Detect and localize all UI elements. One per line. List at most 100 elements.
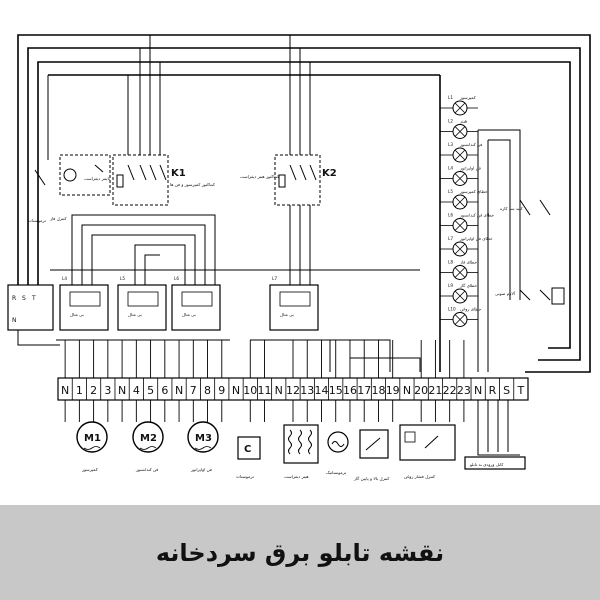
terminal-15: 11 <box>258 384 272 397</box>
phase-relay-n: N <box>12 317 17 324</box>
lamp-code: L1 <box>448 95 453 100</box>
terminal-20: 15 <box>329 384 343 397</box>
terminal-1: N <box>61 384 69 397</box>
lamp-label: خطای گاز <box>459 283 478 288</box>
thermostat-symbol: C <box>244 444 251 455</box>
terminal-18: 13 <box>300 384 314 397</box>
k1-contactor: K1 کنتاکتور کمپرسور و فن ها <box>112 154 215 206</box>
terminal-6: 4 <box>133 384 140 397</box>
thermostat: C ترموستات <box>236 436 261 479</box>
k2-caption: کنتاکتور هیتر دیفراست <box>240 174 279 179</box>
terminal-5: N <box>118 384 126 397</box>
motor-m1: M1 کمپرسور <box>76 421 108 472</box>
terminal-17: 12 <box>286 384 300 397</box>
terminal-25: N <box>403 384 411 397</box>
pressure-caption: کنترل بالا و پایین گاز <box>353 476 389 481</box>
terminal-9: N <box>175 384 183 397</box>
overload-relay-1: L4 بی متال <box>59 276 109 331</box>
overload-2-caption: بی متال <box>128 312 142 317</box>
k1-label: K1 <box>171 168 186 179</box>
terminal-16: N <box>275 384 283 397</box>
motor-m1-label: M1 <box>84 433 101 444</box>
input-caption: کابل ورودی به تابلو <box>469 462 503 467</box>
terminal-23: 18 <box>371 384 385 397</box>
wiring-diagram: تایمر دیفراست K1 کنتاکتور کمپرسور و فن ه… <box>7 34 591 481</box>
timer-label: تایمر دیفراست <box>84 176 111 181</box>
overload-1-label: L4 <box>62 276 67 281</box>
lamp-label: فن کندانسور <box>459 142 482 147</box>
terminal-10: 7 <box>190 384 197 397</box>
phase-control-label: کنترل فاز <box>49 216 67 221</box>
motor-m3: M3 فن اواپراتور <box>187 421 219 472</box>
lamp-label: هیتر <box>459 119 467 124</box>
overload-2-label: L5 <box>120 276 125 281</box>
motor-m2: M2 فن کندانسور <box>132 421 164 472</box>
indicator-lamp: L9 خطای گاز <box>440 283 478 304</box>
terminal-21: 16 <box>343 384 357 397</box>
phase-control-switch: کنترل فاز ترموستات <box>28 169 67 223</box>
phase-relay-r: R <box>12 295 16 302</box>
phase-relay-t: T <box>31 295 36 302</box>
lamp-code: L2 <box>448 119 453 124</box>
lamp-code: L10 <box>448 307 456 312</box>
main-buses <box>17 34 591 373</box>
overload-4-caption: بی متال <box>280 312 294 317</box>
terminal-28: 22 <box>443 384 457 397</box>
terminal-2: 1 <box>76 384 83 397</box>
indicator-lamp: L10 خطای روغن <box>440 307 482 327</box>
lamp-label: خطای روغن <box>460 307 482 312</box>
buzzer-caption: آلارم صوتی <box>495 291 516 296</box>
terminal-4: 3 <box>104 384 111 397</box>
valve-caption: ترموستاتیک <box>326 470 347 475</box>
buzzer: آلارم صوتی <box>495 287 565 305</box>
lamp-label: کمپرسور <box>459 95 476 100</box>
lamp-label: خطای فاز <box>459 260 478 265</box>
lamp-label: خطای فن اواپراتور <box>459 236 493 241</box>
terminal-8: 6 <box>161 384 168 397</box>
terminal-27: 21 <box>428 384 442 397</box>
oil-pressure-switch: کنترل فشار روغن <box>399 424 456 479</box>
heater-caption: هیتر دیفراست <box>284 474 309 479</box>
oil-caption: کنترل فشار روغن <box>404 474 435 479</box>
overload-1-caption: بی متال <box>70 312 84 317</box>
lamp-label: خطای کمپرسور <box>459 189 488 194</box>
terminal-7: 5 <box>147 384 154 397</box>
defrost-heater: هیتر دیفراست <box>283 424 319 479</box>
terminal-12: 9 <box>218 384 225 397</box>
indicator-lamp: L6 خطای فن کندانسور <box>440 213 495 233</box>
motor-m1-caption: کمپرسور <box>81 467 98 472</box>
indicator-lamp: L7 خطای فن اواپراتور <box>440 236 493 257</box>
timer-block: تایمر دیفراست <box>59 154 111 196</box>
terminal-29: 23 <box>457 384 471 397</box>
thermostat-caption: ترموستات <box>236 474 255 479</box>
k1-caption: کنتاکتور کمپرسور و فن ها <box>170 182 215 187</box>
lamp-code: L7 <box>448 236 453 241</box>
motor-m2-label: M2 <box>140 433 157 444</box>
terminal-31: R <box>489 384 497 397</box>
lamp-label: فن اواپراتور <box>459 166 481 171</box>
overload-3-caption: بی متال <box>182 312 196 317</box>
lamp-code: L6 <box>448 213 453 218</box>
overload-4-label: L7 <box>272 276 277 281</box>
phase-relay-s: S <box>22 295 26 302</box>
lamp-code: L9 <box>448 283 453 288</box>
overload-relay-4: L7 بی متال <box>269 276 319 331</box>
pressure-switch: کنترل بالا و پایین گاز <box>353 429 389 481</box>
terminal-13: N <box>232 384 240 397</box>
overload-3-label: L6 <box>174 276 179 281</box>
terminal-33: T <box>517 384 525 397</box>
overload-relay-2: L5 بی متال <box>117 276 167 331</box>
terminal-22: 17 <box>357 384 371 397</box>
terminal-11: 8 <box>204 384 211 397</box>
indicator-lamp: L1 کمپرسور <box>440 95 478 116</box>
k2-contactor: K2 کنتاکتور هیتر دیفراست <box>240 154 337 206</box>
terminal-32: S <box>503 384 510 397</box>
thermostatic-valve: ترموستاتیک <box>326 431 349 475</box>
lamp-label: خطای فن کندانسور <box>459 213 495 218</box>
title-banner: نقشه تابلو برق سردخانه <box>0 505 600 600</box>
